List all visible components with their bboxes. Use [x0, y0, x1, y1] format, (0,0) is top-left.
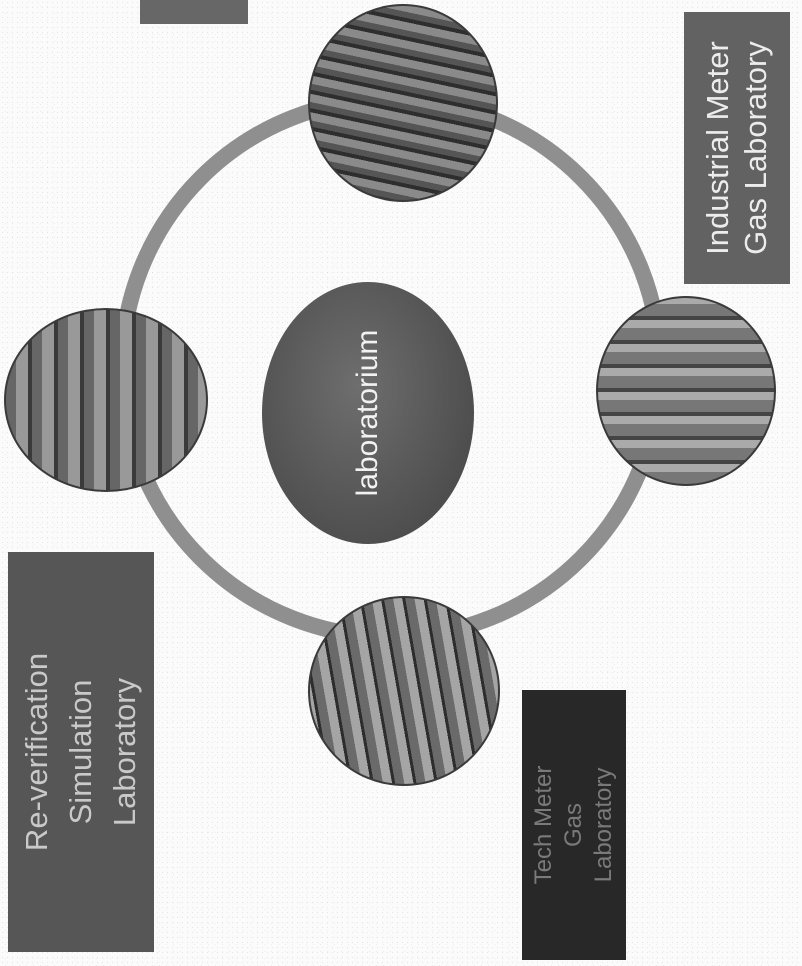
center-label: laboratorium: [351, 329, 384, 497]
laboratory-photo-bottom: [308, 596, 500, 786]
laboratory-photo-right: [596, 296, 776, 486]
laboratory-photo-top: [308, 4, 498, 202]
top-label-box: [140, 0, 248, 24]
reverification-label-line-3: Laboratory: [107, 677, 142, 827]
tech-meter-label-line-3: Laboratory: [590, 767, 617, 883]
reverification-label-line-2: Simulation: [63, 679, 98, 825]
laboratory-photo-left: [4, 308, 208, 492]
tech-meter-label-box: Tech Meter Gas Laboratory: [522, 690, 626, 960]
tech-meter-label-line-1: Tech Meter: [530, 765, 557, 885]
reverification-label-box: Re-verification Simulation Laboratory: [8, 552, 154, 952]
industrial-meter-label: Industrial Meter Gas Laboratory: [699, 41, 775, 255]
reverification-label: Re-verification Simulation Laboratory: [15, 653, 147, 851]
center-circle: [262, 282, 474, 544]
tech-meter-label: Tech Meter Gas Laboratory: [529, 766, 619, 885]
industrial-meter-label-line-2: Gas Laboratory: [738, 41, 773, 255]
industrial-meter-label-box: Industrial Meter Gas Laboratory: [684, 12, 790, 284]
industrial-meter-label-line-1: Industrial Meter: [700, 41, 735, 255]
tech-meter-label-line-2: Gas: [560, 803, 587, 848]
reverification-label-line-1: Re-verification: [19, 652, 54, 852]
